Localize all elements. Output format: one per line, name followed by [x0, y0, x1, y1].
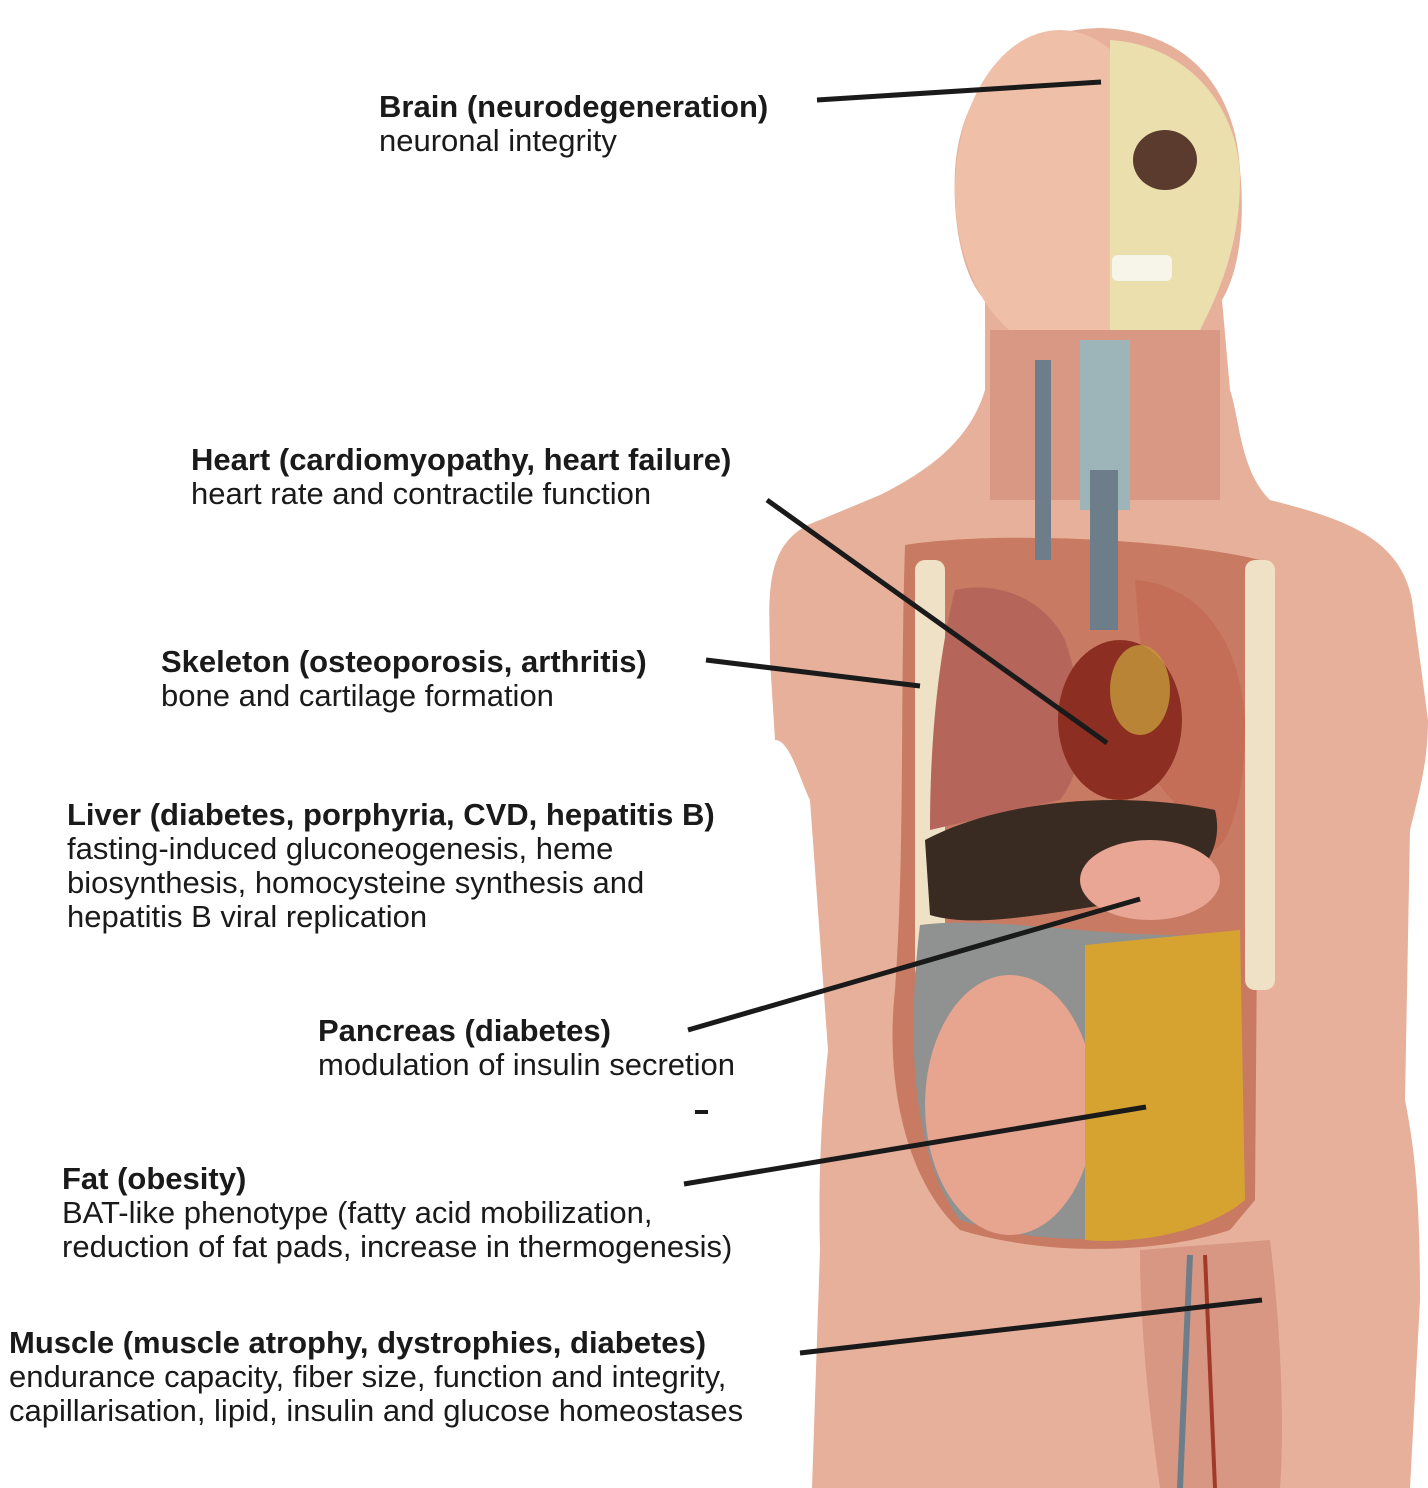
label-heart-title: Heart (cardiomyopathy, heart failure): [191, 443, 731, 477]
stray-dash-mark: [695, 1110, 708, 1114]
small-intestine: [925, 975, 1095, 1235]
label-pancreas-title: Pancreas (diabetes): [318, 1014, 735, 1048]
label-brain-desc-1: neuronal integrity: [379, 124, 768, 158]
omentum-fat: [1085, 930, 1245, 1241]
label-muscle-desc-1: endurance capacity, fiber size, function…: [9, 1360, 743, 1394]
label-muscle-title: Muscle (muscle atrophy, dystrophies, dia…: [9, 1326, 743, 1360]
label-muscle-desc-2: capillarisation, lipid, insulin and gluc…: [9, 1394, 743, 1428]
label-brain: Brain (neurodegeneration) neuronal integ…: [379, 90, 768, 158]
label-fat: Fat (obesity) BAT-like phenotype (fatty …: [62, 1162, 732, 1264]
heart-highlight: [1110, 645, 1170, 735]
label-heart-desc-1: heart rate and contractile function: [191, 477, 731, 511]
label-liver-title: Liver (diabetes, porphyria, CVD, hepatit…: [67, 798, 715, 832]
label-heart: Heart (cardiomyopathy, heart failure) he…: [191, 443, 731, 511]
label-liver: Liver (diabetes, porphyria, CVD, hepatit…: [67, 798, 715, 934]
label-muscle: Muscle (muscle atrophy, dystrophies, dia…: [9, 1326, 743, 1428]
label-skeleton-title: Skeleton (osteoporosis, arthritis): [161, 645, 647, 679]
label-brain-title: Brain (neurodegeneration): [379, 90, 768, 124]
label-liver-desc-3: hepatitis B viral replication: [67, 900, 715, 934]
label-liver-desc-1: fasting-induced gluconeogenesis, heme: [67, 832, 715, 866]
label-skeleton: Skeleton (osteoporosis, arthritis) bone …: [161, 645, 647, 713]
jugular-vein: [1035, 360, 1051, 560]
label-fat-desc-1: BAT-like phenotype (fatty acid mobilizat…: [62, 1196, 732, 1230]
label-skeleton-desc-1: bone and cartilage formation: [161, 679, 647, 713]
eye-socket: [1133, 130, 1197, 190]
label-liver-desc-2: biosynthesis, homocysteine synthesis and: [67, 866, 715, 900]
label-pancreas: Pancreas (diabetes) modulation of insuli…: [318, 1014, 735, 1082]
teeth: [1112, 255, 1172, 281]
label-fat-title: Fat (obesity): [62, 1162, 732, 1196]
label-fat-desc-2: reduction of fat pads, increase in therm…: [62, 1230, 732, 1264]
label-pancreas-desc-1: modulation of insulin secretion: [318, 1048, 735, 1082]
aorta: [1090, 470, 1118, 630]
rib-column-right: [1245, 560, 1275, 990]
